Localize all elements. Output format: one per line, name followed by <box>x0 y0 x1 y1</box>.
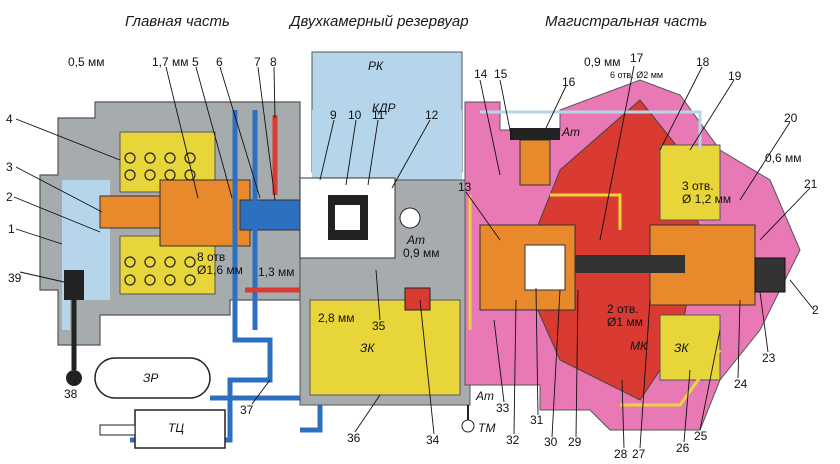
callout-31: 31 <box>530 413 544 427</box>
callout-5: 5 <box>192 55 199 69</box>
dim-holes3-a: 3 отв. <box>682 179 714 193</box>
label-at-top: Ат <box>561 125 580 139</box>
dim-2-8: 2,8 мм <box>318 311 355 325</box>
main-spring-coils <box>124 152 196 286</box>
reservoir-zk-chamber <box>309 299 461 396</box>
section-title-trunk: Магистральная часть <box>545 13 707 30</box>
trunk-stem-white <box>524 244 566 291</box>
dim-0-9-top: 0,9 мм <box>584 55 621 69</box>
label-kdr: КДР <box>372 101 396 115</box>
trunk-cap-23 <box>754 257 786 293</box>
dim-holes2-b: Ø1 мм <box>607 315 643 329</box>
dim-0-6: 0,6 мм <box>765 151 802 165</box>
callout-33: 33 <box>496 401 510 415</box>
dim-1-3: 1,3 мм <box>258 265 295 279</box>
callout-8: 8 <box>270 55 277 69</box>
callout-21: 21 <box>804 177 818 191</box>
callout-18: 18 <box>696 55 710 69</box>
trunk-cap-16 <box>510 128 560 140</box>
callout-26: 26 <box>676 441 690 455</box>
dim-holes2-a: 2 отв. <box>607 302 639 316</box>
label-tc: ТЦ <box>168 421 184 435</box>
callout-30: 30 <box>544 435 558 449</box>
label-zr: ЗР <box>143 371 158 385</box>
valve-tm <box>461 405 475 433</box>
zr-reservoir <box>94 357 211 399</box>
trunk-yellow-upper <box>659 144 721 221</box>
callout-leaders <box>13 65 815 449</box>
dim-holes8-b: Ø1,6 мм <box>197 263 243 277</box>
callout-10: 10 <box>348 108 362 122</box>
callout-28: 28 <box>614 447 628 461</box>
callout-17: 17 <box>630 51 644 65</box>
callout-25: 25 <box>694 429 708 443</box>
callout-29: 29 <box>568 435 582 449</box>
callout-3: 3 <box>6 160 13 174</box>
dim-holes8-a: 8 отв <box>197 250 225 264</box>
callout-11: 11 <box>372 108 385 122</box>
callout-38: 38 <box>64 387 78 401</box>
trunk-plug-16 <box>519 139 551 186</box>
callout-6: 6 <box>216 55 223 69</box>
callout-13: 13 <box>458 180 472 194</box>
callout-27: 27 <box>632 447 646 461</box>
callout-14: 14 <box>474 67 488 81</box>
label-at-mid: Ат <box>406 233 425 247</box>
trunk-yellow-lower <box>659 314 721 381</box>
callout-15: 15 <box>494 67 508 81</box>
label-tm: ТМ <box>478 421 495 435</box>
dim-holes6: 6 отв. Ø2 мм <box>610 70 663 80</box>
label-mk: МК <box>630 339 648 353</box>
trunk-stem <box>575 255 685 273</box>
callout-32: 32 <box>506 433 520 447</box>
callout-9: 9 <box>330 108 337 122</box>
callout-12: 12 <box>425 108 439 122</box>
dim-1-7: 1,7 мм <box>152 55 189 69</box>
label-at-bottom: Ат <box>475 389 494 403</box>
callout-4: 4 <box>6 112 13 126</box>
callout-7: 7 <box>254 55 261 69</box>
callout-39: 39 <box>8 271 22 285</box>
reservoir-valve-core-inner <box>335 205 360 230</box>
label-rk: РК <box>368 59 384 73</box>
callout-22: 2 <box>812 303 819 317</box>
callout-36: 36 <box>347 431 361 445</box>
callout-37: 37 <box>240 403 254 417</box>
callout-35: 35 <box>372 319 386 333</box>
reservoir-kdr-chamber <box>312 110 462 180</box>
callout-1: 1 <box>8 222 15 236</box>
label-zk-left: ЗК <box>360 341 375 355</box>
lever-38 <box>64 270 84 386</box>
tc-cylinder <box>99 409 226 449</box>
callout-20: 20 <box>784 111 798 125</box>
section-title-main: Главная часть <box>125 13 230 30</box>
section-title-reservoir: Двухкамерный резервуар <box>288 13 469 30</box>
callout-2-left: 2 <box>6 190 13 204</box>
reservoir-filter <box>404 287 431 311</box>
callout-24: 24 <box>734 377 748 391</box>
trunk-orange-piston-right <box>649 224 756 306</box>
dim-0-5: 0,5 мм <box>68 55 105 69</box>
callout-16: 16 <box>562 75 576 89</box>
callout-19: 19 <box>728 69 742 83</box>
callout-34: 34 <box>426 433 440 447</box>
label-zk-right: ЗК <box>674 341 689 355</box>
dim-0-9-mid: 0,9 мм <box>403 246 440 260</box>
dim-holes3-b: Ø 1,2 мм <box>682 192 731 206</box>
reservoir-valve-ball <box>399 207 421 229</box>
callout-23: 23 <box>762 351 776 365</box>
trunk-yellow-channels <box>468 193 722 407</box>
